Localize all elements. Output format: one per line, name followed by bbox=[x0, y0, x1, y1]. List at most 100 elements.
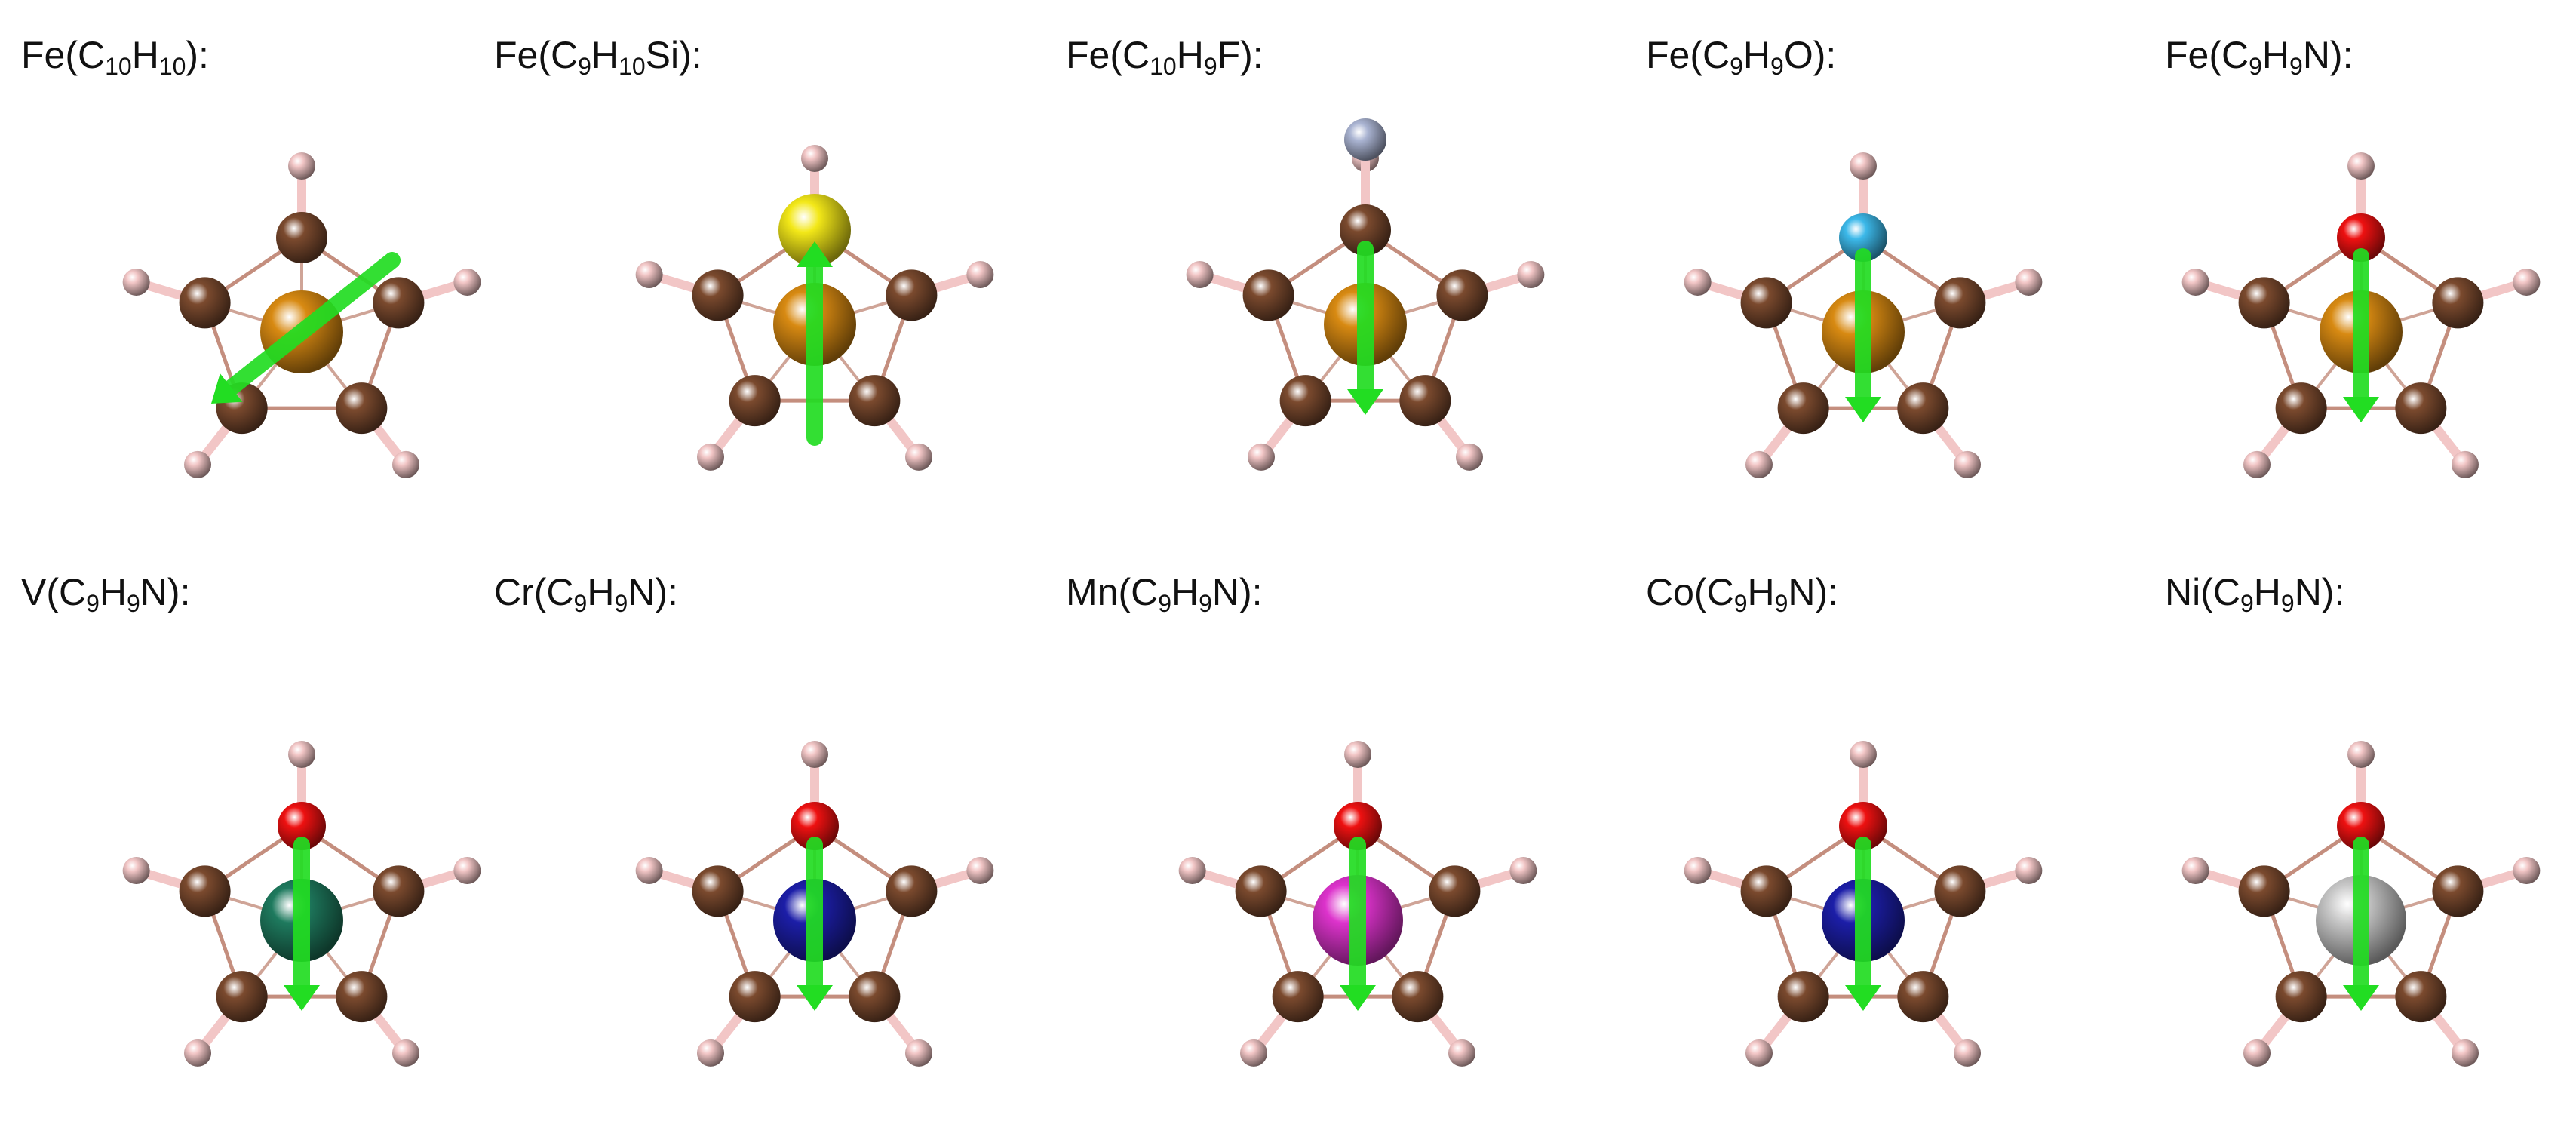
label-part: 9 bbox=[127, 589, 140, 617]
hydrogen-atom bbox=[2513, 269, 2541, 296]
molecule-structure bbox=[2105, 91, 2576, 513]
label-part: H bbox=[1176, 34, 1204, 76]
molecule-label: Cr(C9H9N): bbox=[494, 573, 678, 616]
hetero-atom bbox=[278, 802, 326, 850]
hydrogen-atom bbox=[966, 261, 994, 289]
molecule-structure bbox=[45, 679, 558, 1101]
hydrogen-atom bbox=[2347, 741, 2375, 768]
label-part: N): bbox=[1211, 571, 1263, 613]
carbon-atom bbox=[2238, 865, 2290, 917]
hydrogen-atom bbox=[2243, 450, 2271, 478]
carbon-atom bbox=[1392, 971, 1444, 1023]
hydrogen-atom bbox=[122, 269, 150, 296]
hydrogen-atom bbox=[904, 443, 932, 471]
label-part: N): bbox=[2294, 571, 2345, 613]
carbon-atom bbox=[1740, 277, 1792, 329]
label-part: Ni(C bbox=[2165, 571, 2240, 613]
hetero-atom bbox=[2337, 802, 2385, 850]
hydrogen-atom bbox=[2181, 857, 2209, 885]
label-part: 9 bbox=[86, 589, 100, 617]
arrow-head bbox=[284, 985, 320, 1011]
arrow-head bbox=[2343, 397, 2379, 422]
label-part: 9 bbox=[1203, 52, 1217, 80]
hydrogen-atom bbox=[122, 857, 150, 885]
hydrogen-atom bbox=[1178, 857, 1206, 885]
hydrogen-atom bbox=[1745, 1039, 1773, 1067]
label-part: Mn(C bbox=[1066, 571, 1159, 613]
hydrogen-atom bbox=[1850, 741, 1877, 768]
hydrogen-atom bbox=[1745, 450, 1773, 478]
label-part: H bbox=[2253, 571, 2281, 613]
hydrogen-atom bbox=[801, 741, 828, 768]
label-part: 9 bbox=[1770, 52, 1784, 80]
hydrogen-atom bbox=[966, 857, 994, 885]
hetero-atom bbox=[1839, 802, 1887, 850]
carbon-atom bbox=[1934, 865, 1986, 917]
label-part: 9 bbox=[573, 589, 588, 617]
carbon-atom bbox=[2275, 382, 2327, 435]
carbon-atom bbox=[1340, 204, 1391, 256]
magnetic-moment-arrow bbox=[223, 252, 401, 396]
label-part: N): bbox=[1788, 571, 1839, 613]
carbon-atom bbox=[2395, 382, 2447, 435]
carbon-atom bbox=[1777, 971, 1829, 1023]
arrow-head bbox=[211, 373, 243, 404]
hydrogen-atom bbox=[391, 450, 419, 478]
label-part: 9 bbox=[2249, 52, 2262, 80]
hydrogen-atom bbox=[635, 261, 663, 289]
hydrogen-atom bbox=[2451, 450, 2479, 478]
carbon-atom bbox=[849, 971, 901, 1023]
hydrogen-atom bbox=[1344, 741, 1371, 768]
carbon-atom bbox=[2432, 277, 2484, 329]
hydrogen-atom bbox=[288, 152, 315, 180]
carbon-atom bbox=[276, 212, 327, 263]
molecule-structure bbox=[1607, 91, 2120, 513]
molecule-label: Ni(C9H9N): bbox=[2165, 573, 2344, 616]
label-part: 9 bbox=[2240, 589, 2254, 617]
label-part: 9 bbox=[1730, 52, 1743, 80]
carbon-atom bbox=[1897, 382, 1949, 435]
molecule-label: Fe(C10H9F): bbox=[1066, 36, 1263, 78]
label-part: N): bbox=[628, 571, 678, 613]
hydrogen-atom bbox=[184, 450, 212, 478]
carbon-atom bbox=[373, 865, 425, 917]
hetero-atom bbox=[791, 802, 839, 850]
arrow-head bbox=[797, 985, 833, 1011]
arrow-head bbox=[1340, 985, 1376, 1011]
label-part: 9 bbox=[578, 52, 591, 80]
label-part: Fe(C bbox=[21, 34, 106, 76]
label-part: H bbox=[131, 34, 159, 76]
hydrogen-atom bbox=[453, 857, 481, 885]
hydrogen-atom bbox=[1448, 1039, 1475, 1067]
hydrogen-atom bbox=[288, 741, 315, 768]
molecule-structure bbox=[1101, 679, 1614, 1101]
hydrogen-atom bbox=[184, 1039, 212, 1067]
label-part: 9 bbox=[1774, 589, 1788, 617]
carbon-atom bbox=[886, 269, 938, 321]
label-part: H bbox=[1171, 571, 1199, 613]
hydrogen-atom bbox=[1953, 1039, 1981, 1067]
hydrogen-atom bbox=[904, 1039, 932, 1067]
label-part: Fe(C bbox=[1066, 34, 1150, 76]
hydrogen-atom bbox=[1240, 1039, 1268, 1067]
label-part: 10 bbox=[619, 52, 646, 80]
label-part: Fe(C bbox=[1646, 34, 1730, 76]
hydrogen-atom bbox=[1850, 152, 1877, 180]
hydrogen-atom bbox=[801, 145, 828, 172]
label-part: H bbox=[2261, 34, 2290, 76]
fluorine-atom bbox=[1344, 118, 1386, 161]
hydrogen-atom bbox=[635, 857, 663, 885]
molecule-structure bbox=[558, 679, 1071, 1101]
hydrogen-atom bbox=[1509, 857, 1537, 885]
molecule-structure bbox=[558, 83, 1071, 505]
label-part: H bbox=[1747, 571, 1775, 613]
carbon-atom bbox=[1272, 971, 1324, 1023]
carbon-atom bbox=[2238, 277, 2290, 329]
molecule-label: Co(C9H9N): bbox=[1646, 573, 1838, 616]
carbon-atom bbox=[729, 375, 781, 427]
label-part: N): bbox=[2302, 34, 2353, 76]
arrow-head bbox=[797, 241, 833, 267]
label-part: 9 bbox=[2280, 589, 2295, 617]
carbon-atom bbox=[2395, 971, 2447, 1023]
molecule-label: Fe(C9H9O): bbox=[1646, 36, 1836, 78]
